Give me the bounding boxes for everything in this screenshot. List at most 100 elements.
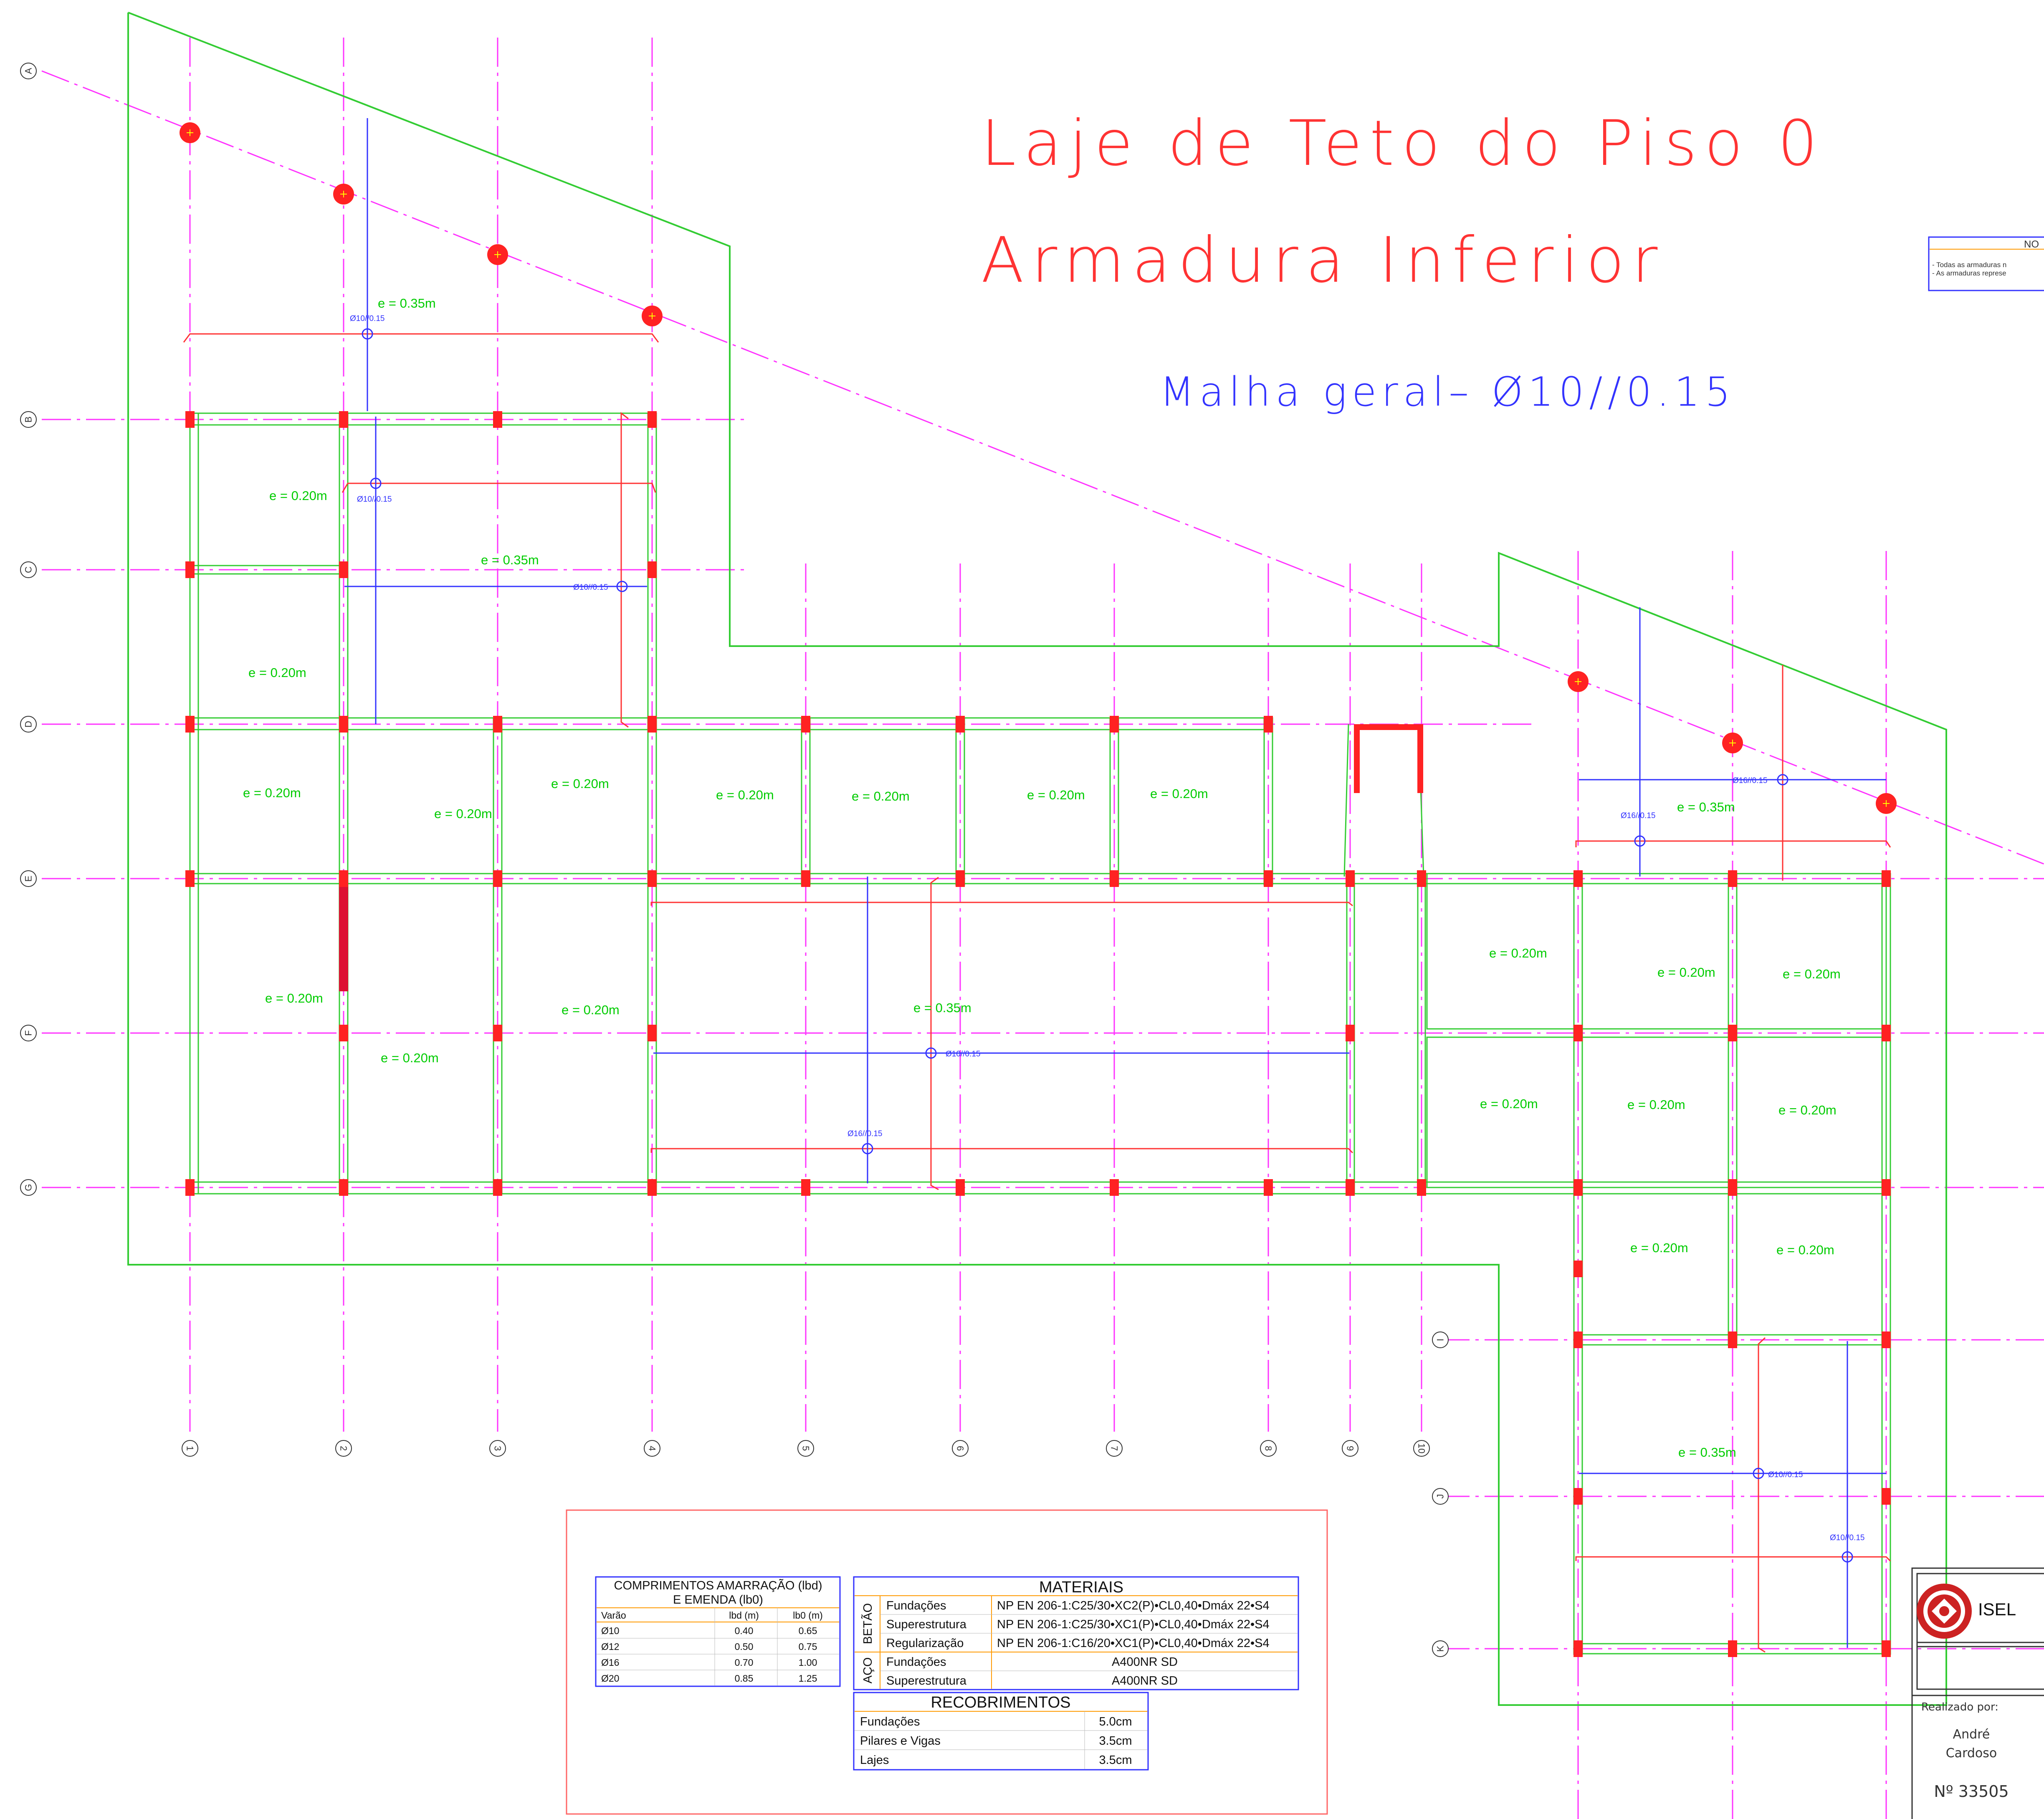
thickness-label: e = 0.20m bbox=[1657, 965, 1715, 980]
materials-cell: A400NR SD bbox=[1112, 1674, 1178, 1688]
thickness-label: e = 0.20m bbox=[434, 806, 492, 821]
anchorage-cell: Ø16 bbox=[601, 1657, 619, 1668]
column bbox=[1346, 1179, 1355, 1196]
wall-segment bbox=[339, 874, 348, 991]
columns bbox=[185, 411, 1891, 1657]
axis-label: A bbox=[23, 68, 34, 74]
column bbox=[648, 1025, 657, 1041]
cover-title: RECOBRIMENTOS bbox=[931, 1694, 1070, 1711]
anchorage-cell: Ø20 bbox=[601, 1673, 619, 1684]
axis-bubble bbox=[20, 1179, 37, 1196]
axis-bubble bbox=[797, 1440, 814, 1457]
column bbox=[1573, 1261, 1583, 1277]
thickness-label: e = 0.20m bbox=[1150, 786, 1208, 801]
materials-title: MATERIAIS bbox=[1039, 1579, 1123, 1596]
notes-line: - Todas as armaduras n bbox=[1932, 261, 2006, 269]
cover-cell: Fundações bbox=[860, 1715, 920, 1728]
column bbox=[339, 870, 348, 887]
axis-label: K bbox=[1435, 1645, 1446, 1652]
axis-label: 2 bbox=[339, 1446, 349, 1451]
axis-label: 5 bbox=[801, 1446, 811, 1451]
axis-bubble bbox=[20, 870, 37, 887]
cover-cell: 3.5cm bbox=[1099, 1753, 1132, 1767]
column bbox=[339, 1025, 348, 1041]
opening-frame bbox=[1354, 724, 1423, 793]
thickness-label: e = 0.20m bbox=[1480, 1096, 1538, 1111]
anchorage-cell: 0.40 bbox=[735, 1625, 754, 1636]
axis-bubble bbox=[952, 1440, 969, 1457]
isel-logo-icon bbox=[1917, 1584, 1972, 1639]
anchorage-cell: 0.85 bbox=[735, 1673, 754, 1684]
thickness-label: e = 0.20m bbox=[243, 786, 301, 800]
anchorage-cell: 1.25 bbox=[799, 1673, 817, 1684]
slab-outline bbox=[127, 12, 1947, 1706]
column bbox=[1573, 1488, 1583, 1505]
thickness-label: e = 0.20m bbox=[1627, 1097, 1685, 1112]
axis-label: D bbox=[23, 721, 34, 728]
column bbox=[1110, 716, 1119, 733]
axis-label: E bbox=[23, 876, 34, 882]
column bbox=[1728, 1025, 1737, 1041]
axis-label: 8 bbox=[1263, 1446, 1274, 1451]
reinforcement-red bbox=[183, 333, 1891, 1653]
axis-bubble bbox=[1342, 1440, 1358, 1457]
column bbox=[1110, 1179, 1119, 1196]
column bbox=[1573, 1640, 1583, 1657]
author-first-name: André bbox=[1953, 1727, 1990, 1742]
column bbox=[1728, 1640, 1737, 1657]
column bbox=[1417, 870, 1426, 887]
anchorage-cell: 0.70 bbox=[735, 1657, 754, 1668]
thickness-label: e = 0.35m bbox=[1678, 1445, 1736, 1460]
notes-line: - As armaduras represe bbox=[1932, 269, 2006, 277]
column bbox=[648, 561, 657, 578]
axis-bubble bbox=[1432, 1488, 1449, 1505]
materials-cell: NP EN 206-1:C25/30•XC1(P)•CL0,40•Dmáx 22… bbox=[997, 1618, 1270, 1631]
axis-bubble bbox=[1432, 1640, 1449, 1657]
axis-bubble bbox=[20, 63, 37, 79]
thickness-label: e = 0.20m bbox=[1489, 946, 1547, 960]
anchorage-cell: 0.75 bbox=[799, 1641, 817, 1652]
column bbox=[1882, 1331, 1891, 1348]
materials-cell: Superestrutura bbox=[886, 1618, 967, 1631]
column bbox=[493, 1025, 502, 1041]
notes-header: NO bbox=[2024, 239, 2039, 250]
thickness-label: e = 0.20m bbox=[852, 789, 910, 803]
column bbox=[493, 716, 502, 733]
anchorage-title-2: E EMENDA (lb0) bbox=[673, 1593, 763, 1607]
thickness-label: e = 0.20m bbox=[1783, 967, 1841, 981]
thickness-label: e = 0.35m bbox=[913, 1000, 971, 1015]
column bbox=[185, 716, 195, 733]
anchorage-cell: Ø12 bbox=[601, 1641, 619, 1652]
axis-label: 7 bbox=[1109, 1446, 1120, 1451]
anchorage-header: lb0 (m) bbox=[793, 1610, 823, 1621]
axis-bubble bbox=[20, 716, 37, 733]
axis-label: I bbox=[1435, 1339, 1446, 1341]
column bbox=[1346, 1025, 1355, 1041]
column bbox=[1728, 1179, 1737, 1196]
axis-label: 3 bbox=[493, 1446, 503, 1451]
cover-cell: 3.5cm bbox=[1099, 1734, 1132, 1748]
column bbox=[1573, 870, 1583, 887]
thickness-label: e = 0.35m bbox=[378, 296, 436, 311]
column bbox=[1573, 1331, 1583, 1348]
column bbox=[648, 716, 657, 733]
column bbox=[1346, 870, 1355, 887]
column bbox=[956, 870, 965, 887]
column bbox=[1417, 1179, 1426, 1196]
column bbox=[1264, 716, 1273, 733]
thickness-label: e = 0.20m bbox=[269, 488, 327, 503]
rebar-label: Ø16//0.15 bbox=[1621, 811, 1655, 820]
thickness-label: e = 0.20m bbox=[248, 665, 306, 680]
axis-bubble bbox=[20, 411, 37, 428]
thickness-label: e = 0.20m bbox=[551, 776, 609, 791]
axis-label: F bbox=[23, 1030, 34, 1036]
column bbox=[185, 1179, 195, 1196]
rebar-label: Ø10//0.15 bbox=[350, 314, 385, 323]
axis-label: 1 bbox=[185, 1446, 195, 1451]
column bbox=[648, 1179, 657, 1196]
column bbox=[801, 1179, 810, 1196]
anchorage-header: Varão bbox=[601, 1610, 626, 1621]
thickness-label: e = 0.20m bbox=[562, 1003, 620, 1017]
thickness-label: e = 0.20m bbox=[1778, 1103, 1837, 1117]
cover-cell: 5.0cm bbox=[1099, 1715, 1132, 1728]
